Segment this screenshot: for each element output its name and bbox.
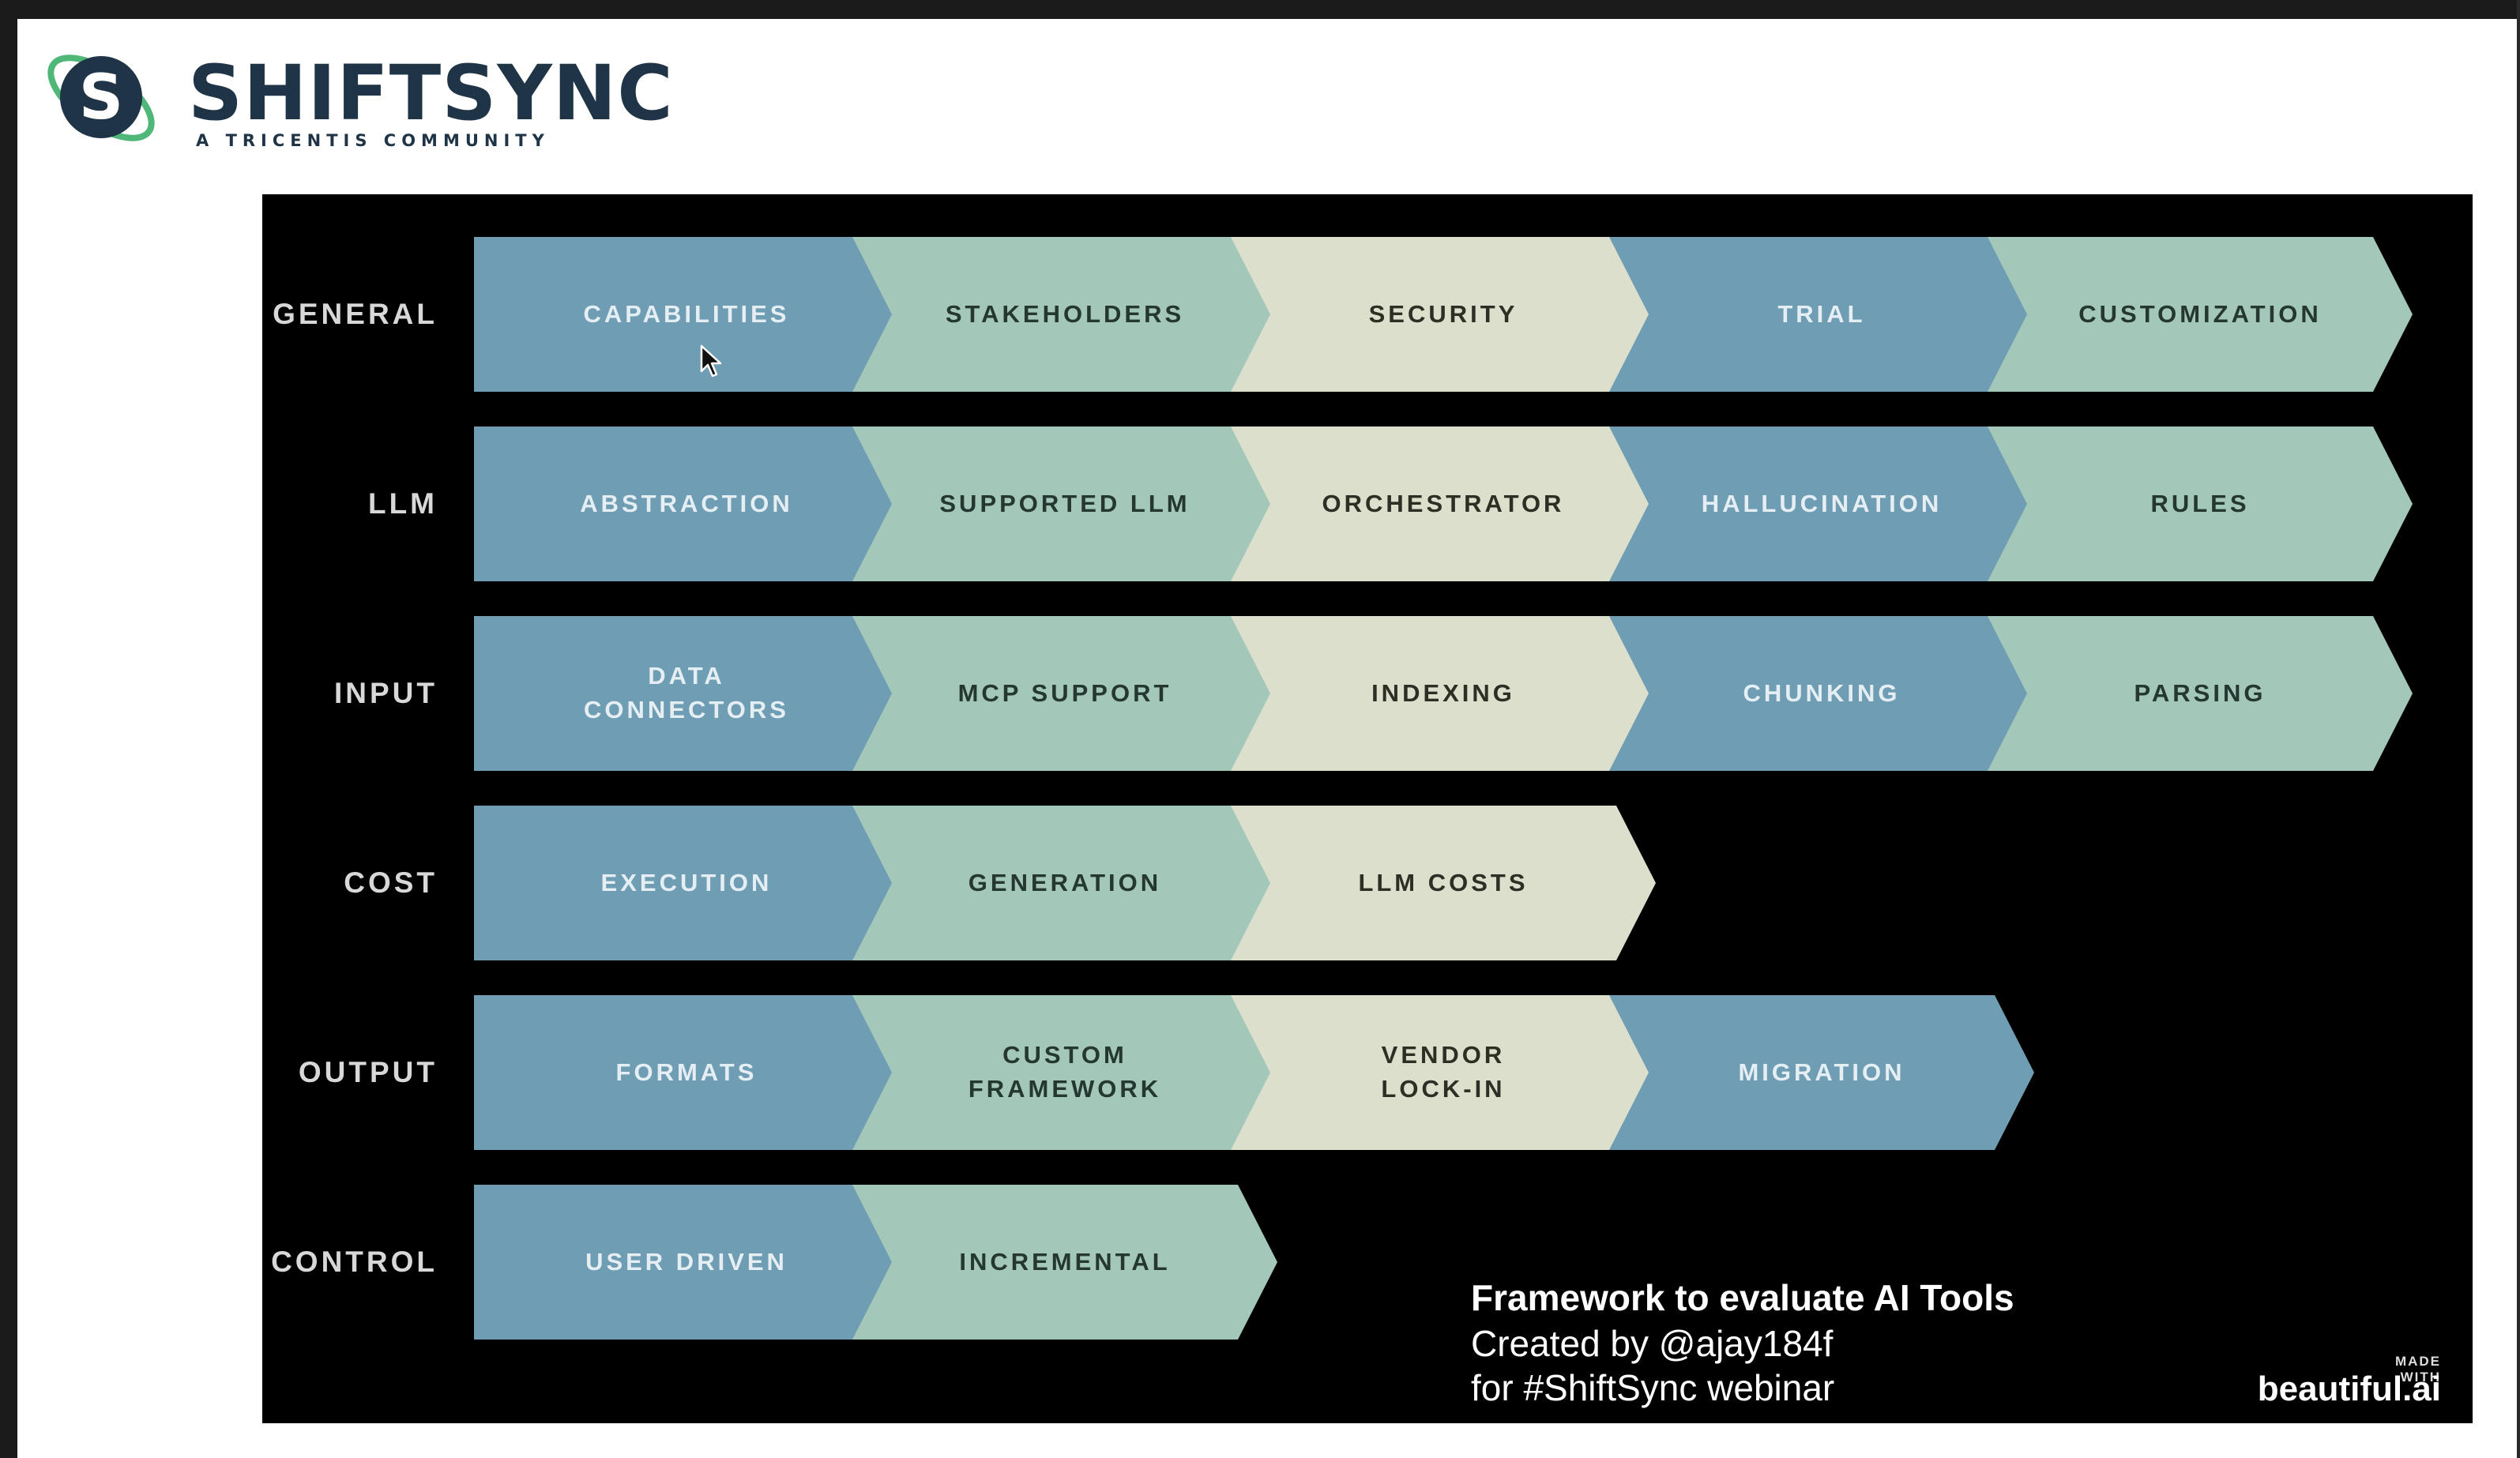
chevron-label: GENERATION [968,868,1162,896]
chevron-trial: TRIAL [1609,237,2034,392]
credit-title: Framework to evaluate AI Tools [1471,1277,2014,1318]
logo-tagline: A TRICENTIS COMMUNITY [196,131,550,150]
chevron-label: LLM COSTS [1358,868,1529,896]
window-right-bar [2517,0,2520,1458]
chevron-label: INDEXING [1371,678,1515,707]
shiftsync-logo-icon: S [47,54,155,141]
chevron-stakeholders: STAKEHOLDERS [852,237,1277,392]
chevron-label: HALLUCINATION [1701,489,1943,517]
chevron-supported-llm: SUPPORTED LLM [852,427,1277,581]
chevron-label: MIGRATION [1738,1058,1905,1086]
chevron-label: STAKEHOLDERS [945,299,1185,328]
chevron-customization: CUSTOMIZATION [1988,237,2413,392]
chevron-label: SUPPORTED LLM [939,489,1190,517]
made-with-label: MADE WITH [2394,1354,2441,1385]
row-label-control: CONTROL [271,1246,438,1278]
chevron-security: SECURITY [1231,237,1656,392]
chevron-mcp-support: MCP SUPPORT [852,616,1277,771]
chevron-generation: GENERATION [852,806,1277,960]
chevron-label: VENDOR LOCK-IN [1381,1041,1506,1103]
window-left-bar [0,0,17,1458]
chevron-llm-costs: LLM COSTS [1231,806,1656,960]
chevron-label: CAPABILITIES [583,299,790,328]
chevron-label: CUSTOM FRAMEWORK [968,1041,1162,1103]
row-label-llm: LLM [367,487,438,520]
logo-wordmark: SHIFTSYNC [188,49,674,137]
chevron-label: CHUNKING [1743,678,1901,707]
chevron-vendor-lock-in: VENDOR LOCK-IN [1231,995,1656,1150]
credit-event: for #ShiftSync webinar [1471,1367,1835,1408]
row-label-input: INPUT [334,677,438,709]
chevron-label: INCREMENTAL [959,1247,1171,1276]
chevron-parsing: PARSING [1988,616,2413,771]
row-label-cost: COST [344,866,438,899]
chevron-execution: EXECUTION [474,806,899,960]
chevron-custom-framework: CUSTOM FRAMEWORK [852,995,1277,1150]
chevron-label: TRIAL [1777,299,1866,328]
chevron-formats: FORMATS [474,995,899,1150]
row-label-general: GENERAL [273,298,438,330]
chevron-hallucination: HALLUCINATION [1609,427,2034,581]
chevron-label: DATA CONNECTORS [584,662,789,723]
chevron-label: MCP SUPPORT [957,678,1172,707]
chevron-abstraction: ABSTRACTION [474,427,899,581]
chevron-label: PARSING [2134,678,2266,707]
beautiful-ai-brand: beautiful.ai [2257,1370,2441,1408]
chevron-data-connectors: DATA CONNECTORS [474,616,899,771]
row-label-output: OUTPUT [298,1056,438,1088]
chevron-label: CUSTOMIZATION [2078,299,2322,328]
chevron-chunking: CHUNKING [1609,616,2034,771]
chevron-migration: MIGRATION [1609,995,2034,1150]
chevron-label: ORCHESTRATOR [1322,489,1565,517]
mouse-pointer-icon [700,344,722,378]
chevron-rules: RULES [1988,427,2413,581]
chevron-incremental: INCREMENTAL [852,1185,1277,1340]
chevron-capabilities: CAPABILITIES [474,237,899,392]
chevron-label: EXECUTION [600,868,773,896]
chevron-label: SECURITY [1368,299,1518,328]
logo-letter: S [79,62,123,133]
credit-author: Created by @ajay184f [1471,1323,1834,1364]
framework-slide: GENERAL CAPABILITIES STAKEHOLDERS SECURITY T… [262,194,2473,1423]
chevron-indexing: INDEXING [1231,616,1656,771]
chevron-orchestrator: ORCHESTRATOR [1231,427,1656,581]
chevron-label: FORMATS [615,1058,758,1086]
chevron-label: RULES [2150,489,2250,517]
window-top-bar [0,0,2520,19]
chevron-label: ABSTRACTION [580,489,793,517]
chevron-label: USER DRIVEN [585,1247,788,1276]
chevron-user-driven: USER DRIVEN [474,1185,899,1340]
